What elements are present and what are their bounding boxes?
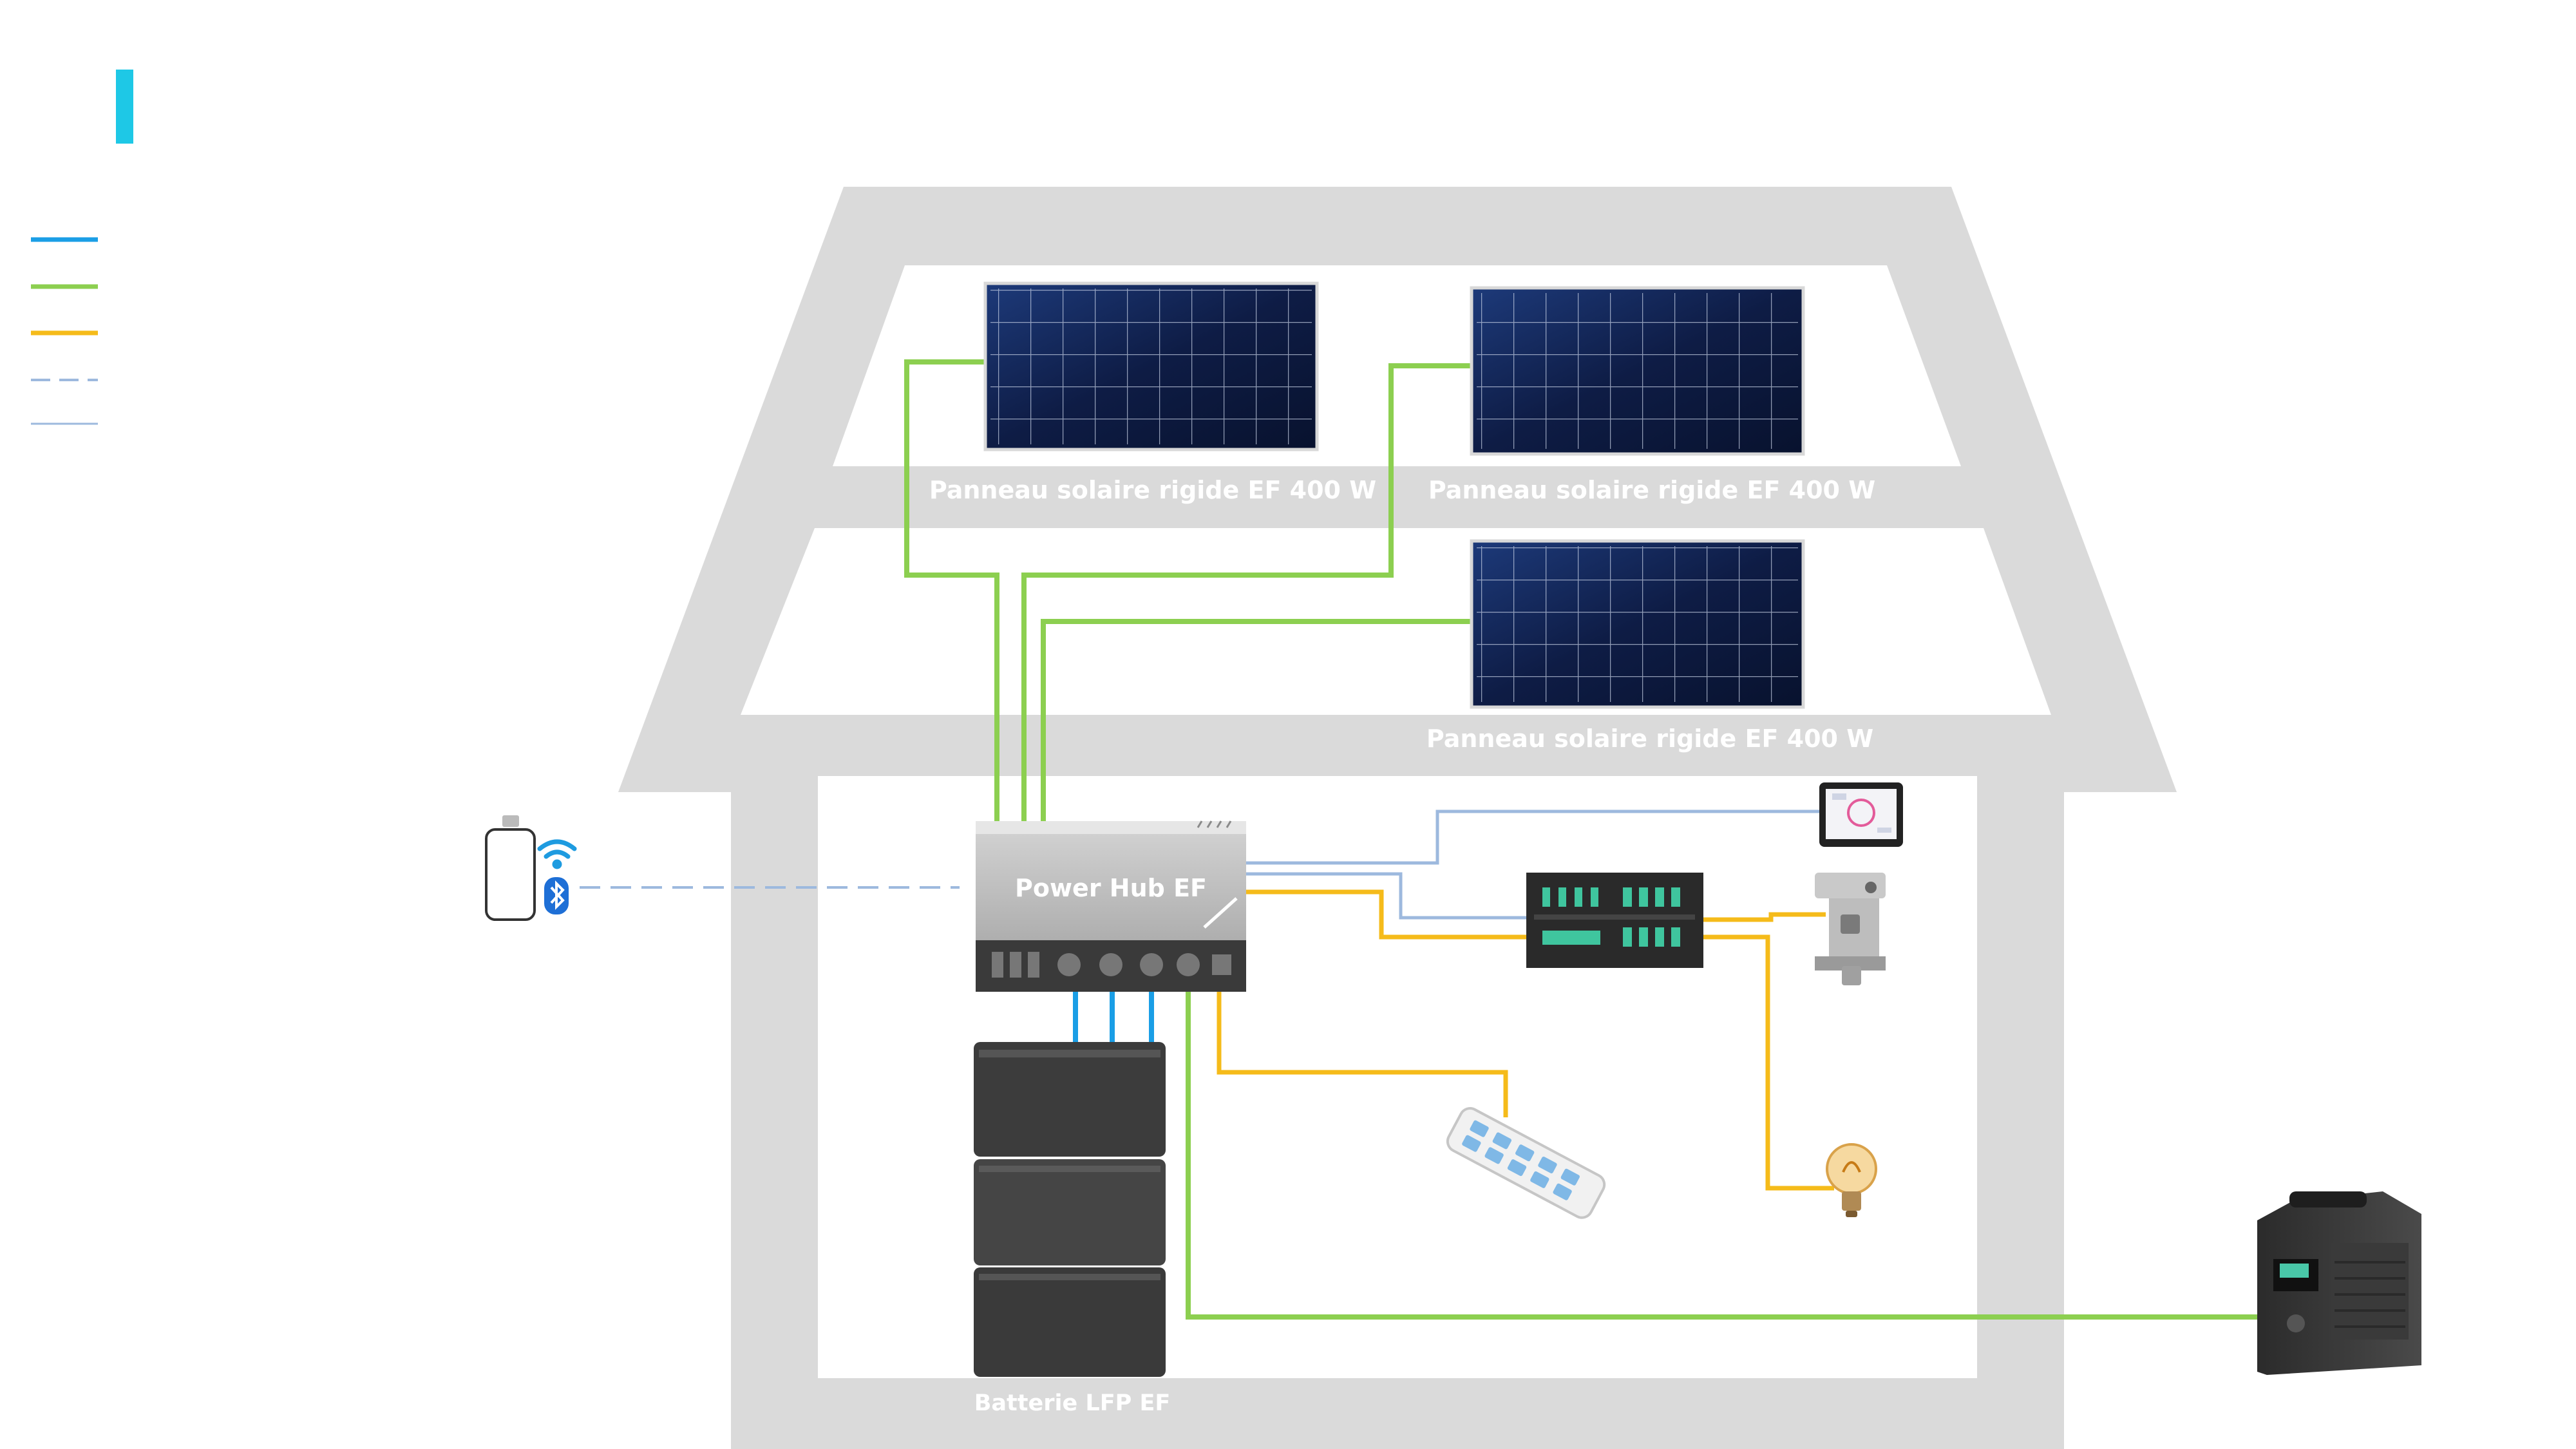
battery-label: Batterie LFP EF	[974, 1390, 1171, 1416]
legend	[31, 237, 98, 425]
solar-line-panel-2	[1021, 363, 1472, 828]
data-line-smart-panel	[1246, 810, 1819, 865]
data-connections	[580, 810, 1819, 920]
solar-panel-2: Panneau solaire rigide EF 400 W	[1428, 286, 1875, 504]
smart-panel-icon	[1819, 782, 1903, 847]
battery-connections	[1073, 992, 1154, 1045]
light-bulb-icon	[1826, 1143, 1877, 1217]
ac-line-bulb	[1703, 934, 1834, 1191]
battery-stack: Batterie LFP EF	[974, 1042, 1170, 1416]
solar-panel-label: Panneau solaire rigide EF 400 W	[929, 476, 1376, 504]
power-hub: Power Hub EF	[976, 820, 1246, 992]
data-line-distribution	[1246, 872, 1526, 920]
coffee-machine-icon	[1815, 873, 1886, 985]
solar-panel-label: Panneau solaire rigide EF 400 W	[1428, 476, 1875, 504]
power-hub-label: Power Hub EF	[1015, 874, 1207, 902]
bluetooth-icon	[544, 877, 569, 914]
ac-line-power-strip	[1217, 992, 1508, 1117]
solar-panel-1: Panneau solaire rigide EF 400 W	[929, 281, 1376, 504]
ac-line-distribution	[1246, 889, 1526, 940]
power-strip-icon	[1446, 1107, 1606, 1219]
solar-panel-icon	[1470, 539, 1805, 709]
solar-panel-label: Panneau solaire rigide EF 400 W	[1426, 724, 1873, 753]
ac-line-coffee	[1703, 912, 1826, 922]
solar-line-generator	[1186, 985, 2267, 1320]
distribution-panel-icon	[1526, 873, 1703, 968]
accent-bar	[116, 70, 133, 144]
power-hub-icon	[976, 820, 1246, 992]
smartphone-icon	[485, 815, 536, 921]
solar-connections	[904, 359, 2267, 1320]
solar-panel-3: Panneau solaire rigide EF 400 W	[1426, 539, 1873, 753]
generator-icon	[2257, 1191, 2421, 1375]
solar-panel-icon	[983, 281, 1319, 451]
solar-panel-icon	[1470, 286, 1805, 456]
solar-line-panel-1	[904, 359, 999, 828]
solar-line-panel-3	[1041, 619, 1472, 828]
wifi-icon	[537, 839, 577, 869]
battery-stack-icon	[974, 1042, 1166, 1377]
house-outline	[618, 187, 2177, 1449]
smartphone-group	[485, 815, 577, 921]
ac-connections	[1217, 889, 1834, 1191]
